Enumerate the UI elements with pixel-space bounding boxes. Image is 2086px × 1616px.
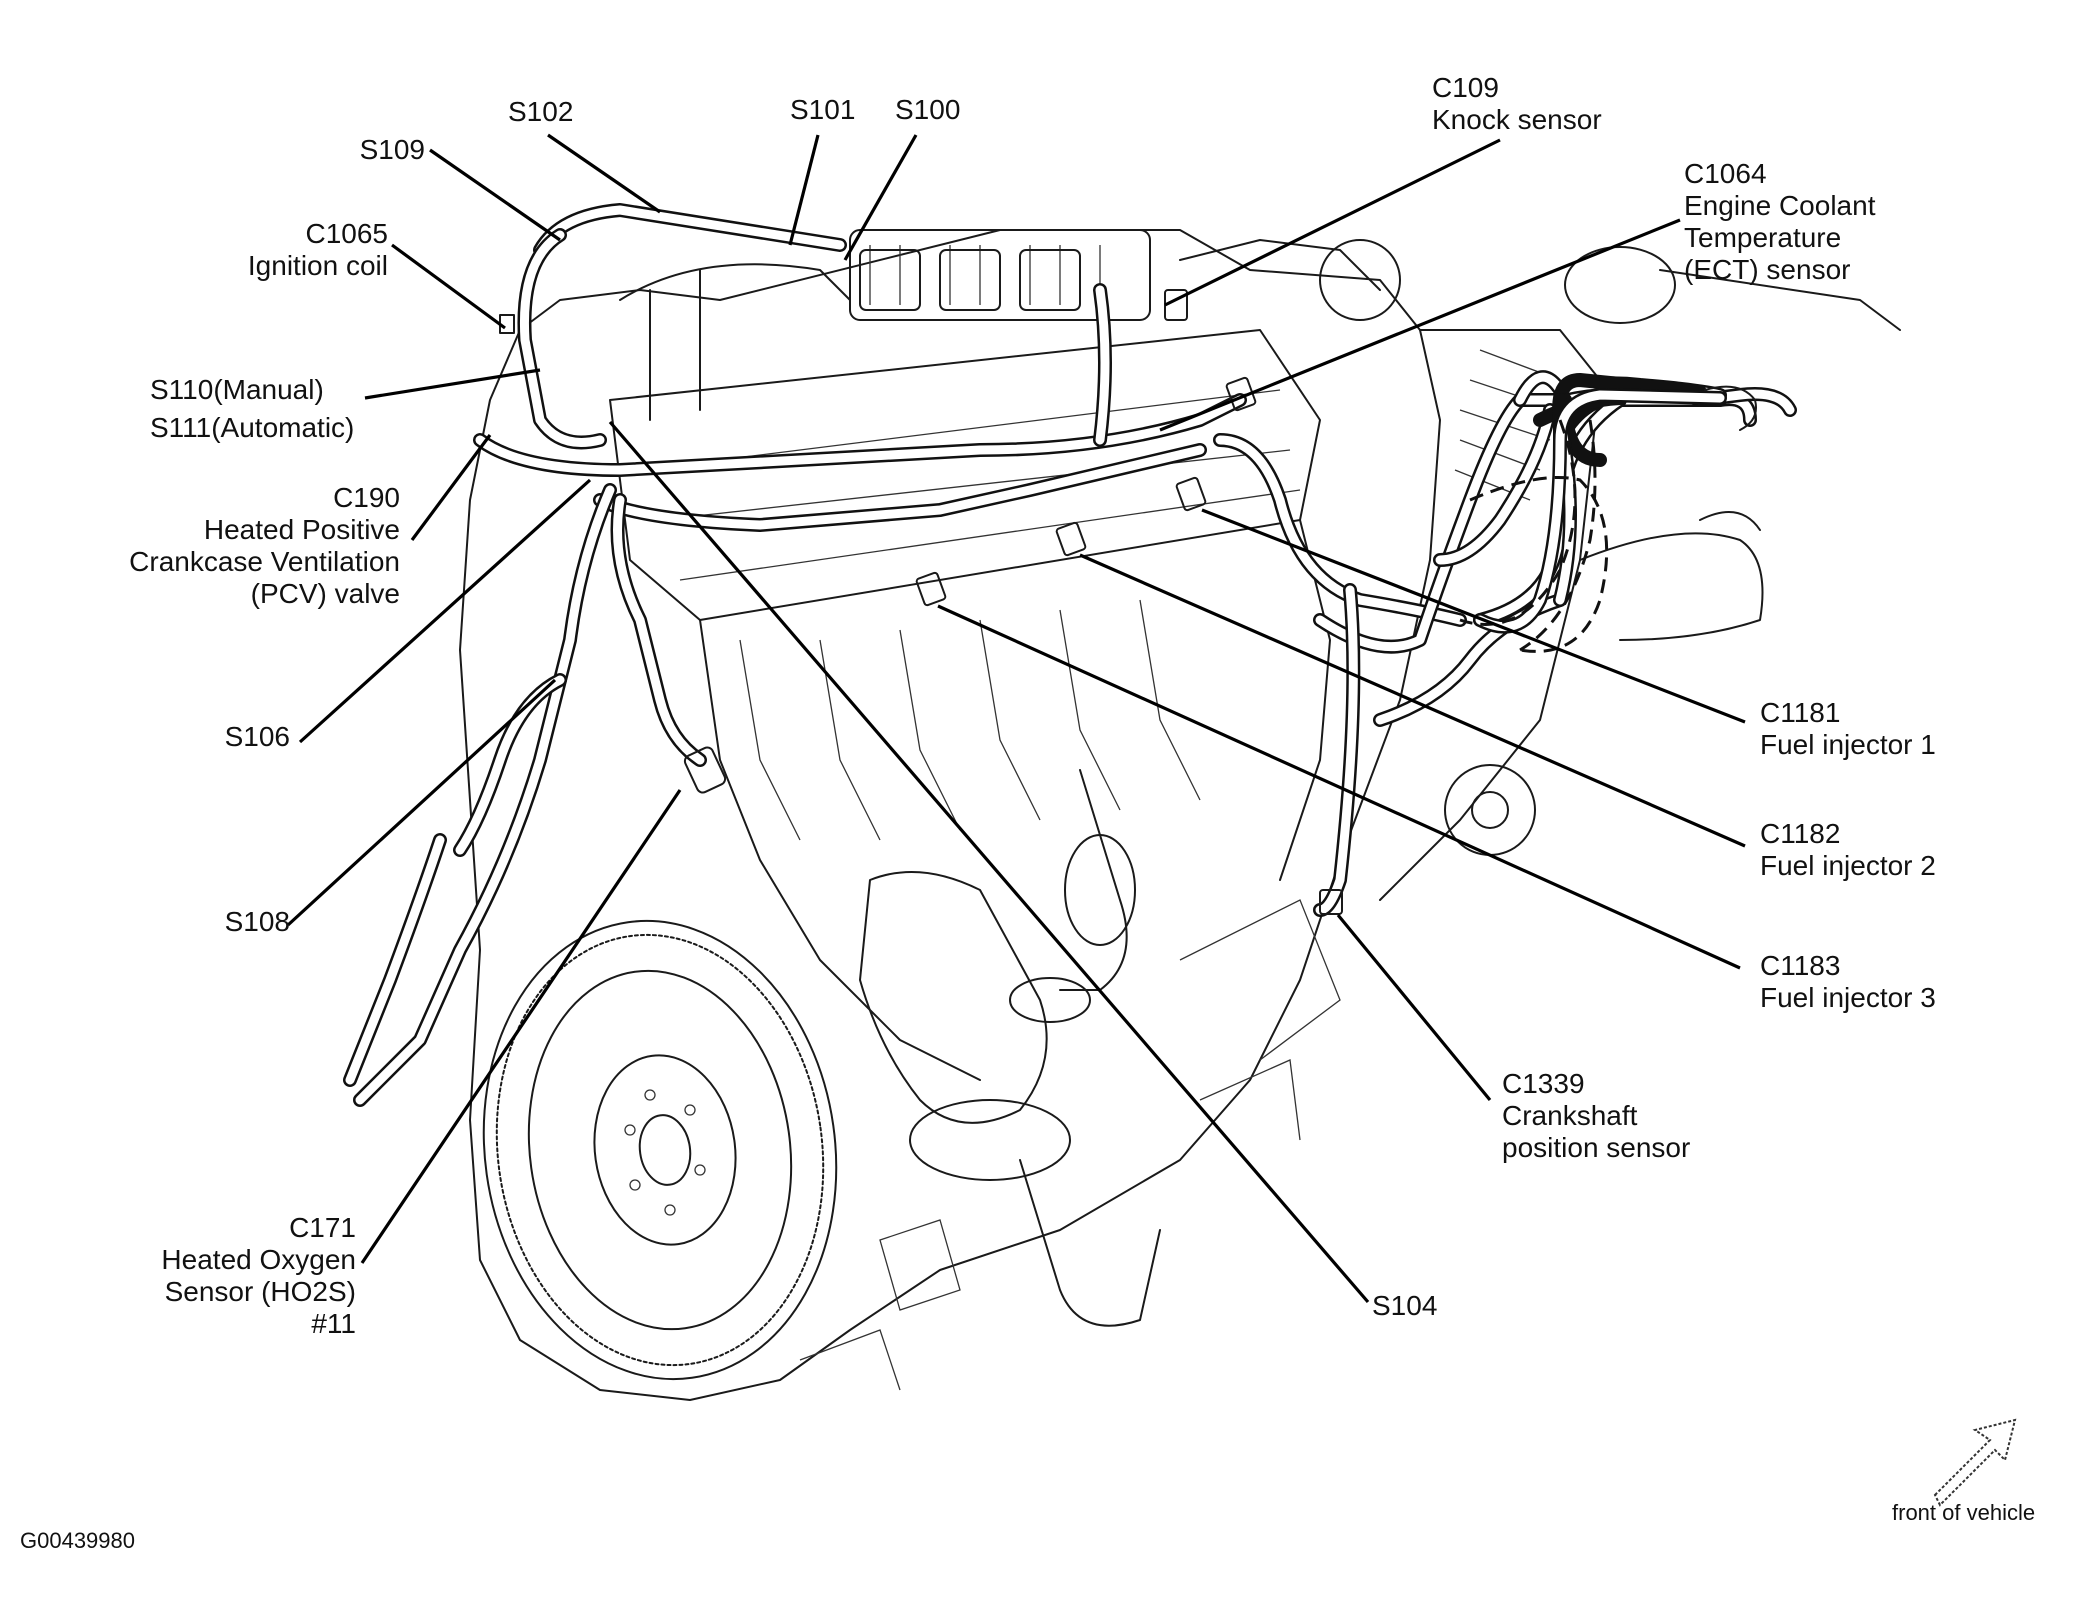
label-c1065: C1065 Ignition coil [150, 218, 388, 282]
label-c1182-name: Fuel injector 2 [1760, 850, 1936, 881]
label-s111: S111(Automatic) [150, 412, 354, 444]
label-s111-text: S111(Automatic) [150, 412, 355, 443]
engine-block [459, 229, 1901, 1401]
leader-c1065 [391, 243, 506, 330]
label-c1181: C1181 Fuel injector 1 [1760, 697, 1936, 761]
label-c1339-l2: position sensor [1502, 1132, 1691, 1163]
connectors [499, 289, 1757, 915]
label-s109-text: S109 [359, 134, 425, 165]
leader-c1339 [1336, 913, 1492, 1102]
label-c1064: C1064 Engine Coolant Temperature (ECT) s… [1684, 158, 1875, 286]
flywheel [482, 919, 838, 1381]
leader-s101 [788, 134, 820, 246]
leader-s102 [547, 133, 661, 214]
leader-c1181 [1201, 508, 1746, 724]
leader-s100 [843, 134, 918, 261]
label-s100: S100 [895, 94, 960, 126]
label-s100-text: S100 [895, 94, 961, 125]
label-c1064-l1: Engine Coolant [1684, 190, 1876, 221]
label-c1339: C1339 Crankshaft position sensor [1502, 1068, 1690, 1164]
label-c1339-id: C1339 [1502, 1068, 1585, 1099]
label-c1181-id: C1181 [1760, 697, 1841, 728]
label-c1339-l1: Crankshaft [1502, 1100, 1638, 1131]
leader-lines [286, 133, 1746, 1304]
label-c1064-id: C1064 [1684, 158, 1767, 189]
label-s106: S106 [200, 721, 290, 753]
label-s104: S104 [1372, 1290, 1437, 1322]
label-c1183: C1183 Fuel injector 3 [1760, 950, 1936, 1014]
label-c1182-id: C1182 [1760, 818, 1841, 849]
label-c171-l3: #11 [311, 1308, 356, 1339]
label-c1182: C1182 Fuel injector 2 [1760, 818, 1936, 882]
label-c190-id: C190 [333, 482, 400, 513]
label-c109-name: Knock sensor [1432, 104, 1602, 135]
label-s104-text: S104 [1372, 1290, 1438, 1321]
hidden-harness [1459, 419, 1609, 653]
label-c1064-l3: (ECT) sensor [1684, 254, 1851, 285]
label-c1183-name: Fuel injector 3 [1760, 982, 1936, 1013]
front-of-vehicle-arrow-icon [1933, 1418, 2017, 1507]
leader-s106 [298, 478, 592, 744]
label-c109-id: C109 [1432, 72, 1499, 103]
label-s106-text: S106 [224, 721, 290, 752]
figure-id: G00439980 [20, 1528, 135, 1554]
leader-c1183 [937, 604, 1741, 970]
label-c109: C109 Knock sensor [1432, 72, 1602, 136]
label-s101: S101 [790, 94, 855, 126]
label-c171: C171 Heated Oxygen Sensor (HO2S) #11 [100, 1212, 356, 1340]
leader-c1182 [1079, 553, 1746, 848]
label-c171-id: C171 [289, 1212, 356, 1243]
label-c1064-l2: Temperature [1684, 222, 1842, 253]
label-front-of-vehicle-text: front of vehicle [1892, 1500, 2036, 1525]
leader-c109 [1164, 138, 1501, 307]
label-s102-text: S102 [508, 96, 574, 127]
label-c1065-id: C1065 [305, 218, 388, 249]
leader-c171 [360, 789, 682, 1264]
leader-s109 [429, 148, 561, 242]
label-c190-l3: (PCV) valve [250, 578, 400, 609]
label-s109: S109 [345, 134, 425, 166]
label-c190-l2: Crankcase Ventilation [129, 546, 400, 577]
leader-c190 [410, 434, 492, 541]
label-c190-l1: Heated Positive [203, 514, 400, 545]
label-front-of-vehicle: front of vehicle [1892, 1500, 2035, 1526]
wiring-harness [343, 203, 1797, 1107]
leader-c1064 [1159, 218, 1681, 432]
label-s108-text: S108 [224, 906, 290, 937]
label-s110-text: S110(Manual) [150, 374, 324, 405]
label-c171-l2: Sensor (HO2S) [164, 1276, 356, 1307]
label-s101-text: S101 [790, 94, 856, 125]
leader-s110 [364, 368, 541, 400]
label-c171-l1: Heated Oxygen [161, 1244, 356, 1275]
label-s110: S110(Manual) [150, 374, 324, 406]
leader-s108 [286, 678, 557, 927]
label-c190: C190 Heated Positive Crankcase Ventilati… [60, 482, 400, 610]
label-c1065-name: Ignition coil [247, 250, 388, 281]
label-c1183-id: C1183 [1760, 950, 1841, 981]
label-s108: S108 [200, 906, 290, 938]
label-c1181-name: Fuel injector 1 [1760, 729, 1936, 760]
leader-s104 [608, 420, 1370, 1304]
figure-id-text: G00439980 [20, 1528, 135, 1553]
label-s102: S102 [508, 96, 573, 128]
